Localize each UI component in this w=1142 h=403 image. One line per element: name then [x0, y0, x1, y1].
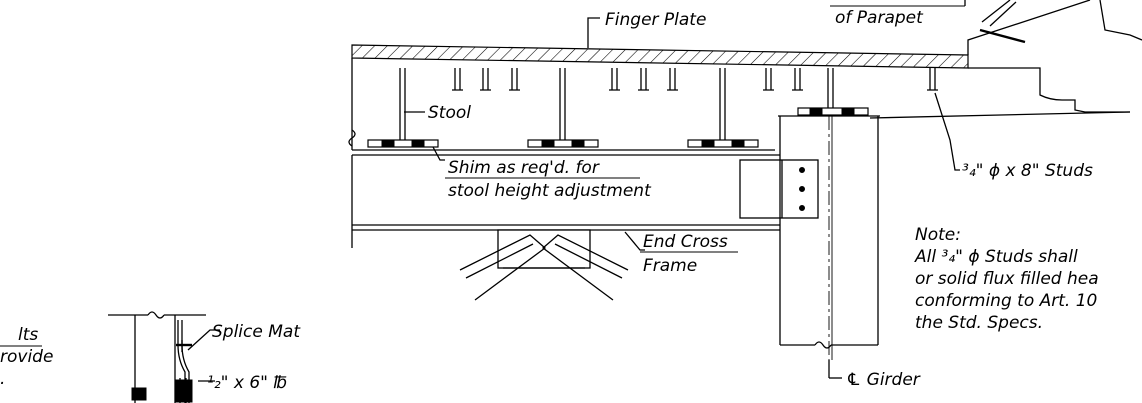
studs-label: ³₄" ϕ x 8" Studs [962, 161, 1093, 181]
connection-plate [739, 159, 819, 219]
left-fragment-line1: lts [18, 325, 38, 345]
note-line-1: All ³₄" ϕ Studs shall [914, 247, 1078, 267]
end-cross-leader [624, 231, 645, 251]
left-fragment-line3: . [0, 369, 5, 389]
finger-plate-hatch [351, 44, 969, 69]
note-line-2: or solid flux filled hea [915, 269, 1099, 289]
note-line-4: the Std. Specs. [915, 313, 1043, 333]
deck-slab [348, 44, 969, 151]
finger-plate-label: Finger Plate [605, 10, 706, 30]
shim-plates [367, 107, 880, 148]
studs-leader [934, 92, 960, 171]
parapet [869, 0, 1142, 119]
shim-label-line2: stool height adjustment [448, 181, 652, 201]
shear-studs [452, 68, 938, 91]
plate-label: ¹₂" x 6" ℔ [207, 373, 287, 393]
note-title: Note: [915, 225, 961, 245]
girder [779, 116, 879, 379]
end-cross-frame [459, 229, 629, 301]
stools [399, 68, 834, 140]
end-cross-label-line2: Frame [643, 256, 697, 276]
left-note-fragment: lts rovide . [0, 325, 53, 389]
finger-plate-leader [587, 17, 600, 48]
note-line-3: conforming to Art. 10 [915, 291, 1097, 311]
splice-mat-leader [187, 329, 220, 351]
parapet-label: of Parapet [835, 8, 924, 28]
note-block: Note: All ³₄" ϕ Studs shall or solid flu… [914, 225, 1099, 333]
end-cross-label-line1: End Cross [643, 232, 728, 252]
splice-mat-label: Splice Mat [212, 322, 301, 342]
left-fragment-line2: rovide [0, 347, 53, 367]
splice-detail [108, 311, 220, 403]
girder-label: ℄ Girder [846, 370, 921, 390]
shim-label-line1: Shim as req'd. for [448, 158, 600, 178]
stool-label: Stool [428, 103, 471, 123]
shim-leader [432, 146, 445, 161]
